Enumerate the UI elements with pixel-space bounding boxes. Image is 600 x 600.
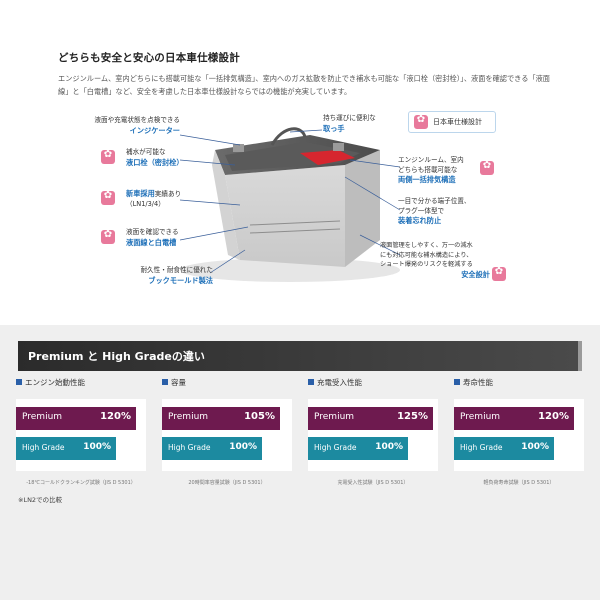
- japan-spec-badge-icon: [492, 266, 506, 281]
- japan-spec-badge-icon: [101, 229, 115, 244]
- japan-spec-badge-icon: [101, 190, 115, 205]
- callout-new-adopt: 新車採用実績あり （LN1/3/4）: [126, 189, 182, 208]
- comparison-title-bar: Premium と High Gradeの違い: [18, 341, 582, 371]
- high-grade-bar: High Grade 100%: [454, 437, 554, 460]
- japan-spec-badge-icon: [101, 149, 115, 164]
- japan-spec-badge-icon: [414, 114, 428, 129]
- callout-handle: 持ち運びに便利な 取っ手: [323, 114, 376, 133]
- high-grade-bar: High Grade 100%: [308, 437, 408, 460]
- japan-spec-badge-icon: [480, 160, 494, 175]
- callout-indicator: 液面や充電状態を点検できる インジケーター: [94, 116, 180, 135]
- callout-plug: 補水が可能な 液口栓（密封栓）: [126, 148, 184, 167]
- bullet-square-icon: [308, 379, 314, 385]
- page-title: どちらも安全と安心の日本車仕様設計: [58, 52, 240, 64]
- bullet-square-icon: [16, 379, 22, 385]
- callout-level-line: 液面を確認できる 液面線と白電槽: [126, 228, 179, 247]
- comparison-card-life: 寿命性能 Premium 120% High Grade 100% 軽負荷寿命試…: [454, 377, 584, 486]
- premium-bar: Premium 125%: [308, 407, 433, 430]
- bullet-square-icon: [162, 379, 168, 385]
- premium-bar: Premium 105%: [162, 407, 280, 430]
- premium-bar: Premium 120%: [454, 407, 574, 430]
- battery-diagram: 液面や充電状態を点検できる インジケーター 補水が可能な 液口栓（密封栓） 新車…: [0, 105, 600, 320]
- test-footnote: 充電受入性試験（JIS D 5301）: [337, 480, 409, 486]
- high-grade-bar: High Grade 100%: [16, 437, 116, 460]
- battery-illustration: [179, 127, 401, 282]
- test-footnote: 軽負荷寿命試験（JIS D 5301）: [483, 480, 555, 486]
- intro-text: エンジンルーム、室内どちらにも搭載可能な「一括排気構造」、室内へのガス拡散を防止…: [58, 74, 550, 96]
- comparison-card-charge: 充電受入性能 Premium 125% High Grade 100% 充電受入…: [308, 377, 438, 486]
- callout-terminal: 一目で分かる端子位置、 プラグ一体型で 装着忘れ防止: [398, 197, 471, 225]
- comparison-card-capacity: 容量 Premium 105% High Grade 100% 20時間率容量試…: [162, 377, 292, 486]
- premium-bar: Premium 120%: [16, 407, 136, 430]
- test-footnote: -18℃コールドクランキング試験（JIS D 5301）: [26, 480, 136, 486]
- comparison-note: ※LN2での比較: [18, 496, 63, 504]
- japan-spec-legend: 日本車仕様設計: [408, 111, 496, 133]
- high-grade-bar: High Grade 100%: [162, 437, 262, 460]
- bullet-square-icon: [454, 379, 460, 385]
- callout-mold: 耐久性・耐食性に優れた ブックモールド製法: [140, 266, 213, 285]
- test-footnote: 20時間率容量試験（JIS D 5301）: [188, 480, 266, 486]
- comparison-card-starting: エンジン始動性能 Premium 120% High Grade 100% -1…: [16, 377, 146, 486]
- callout-exhaust: エンジンルーム、室内 どちらも搭載可能な 両側一括排気構造: [398, 156, 464, 184]
- callout-safety: 液面管理をしやすく、万一の減水 にも対応可能な補水構造により、 ショート爆発のリ…: [380, 242, 490, 279]
